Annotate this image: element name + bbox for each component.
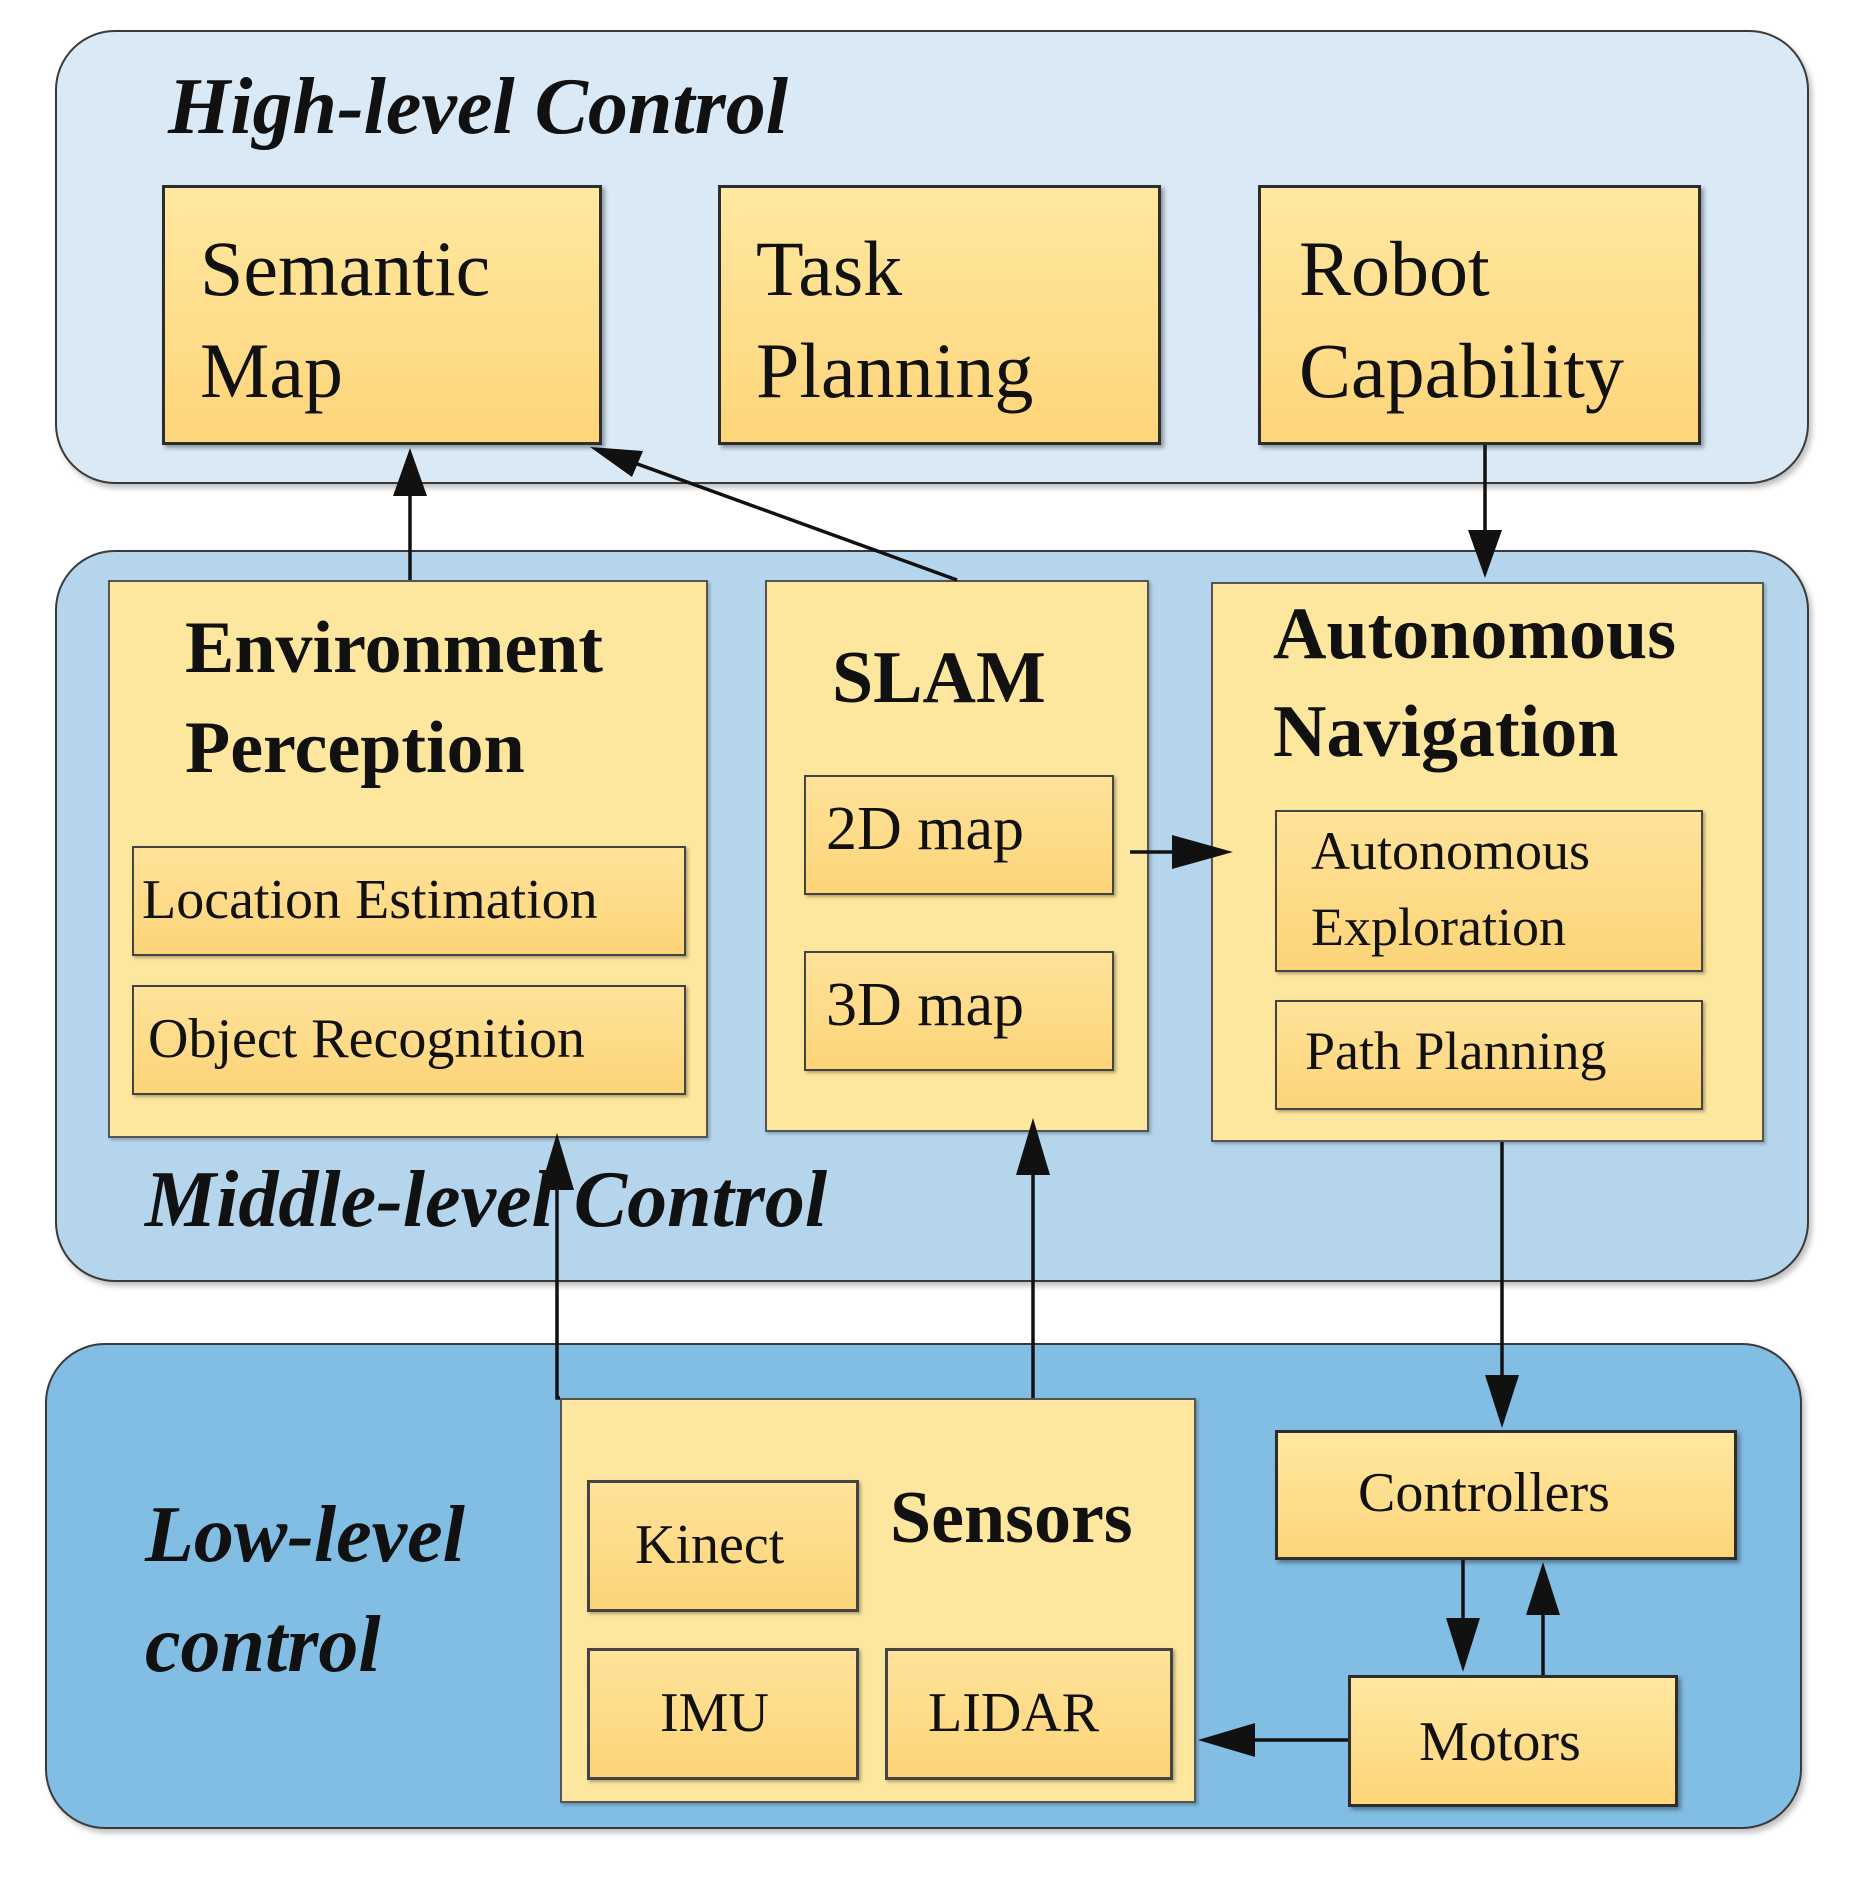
autonomous-exploration-line2: Exploration <box>1311 897 1566 957</box>
lidar-label: LIDAR <box>928 1682 1100 1744</box>
arrowhead-sensors-to-slam <box>1016 1118 1050 1175</box>
arrowhead-motors-to-controllers <box>1526 1562 1560 1615</box>
autonomous-navigation-title-line1: Autonomous <box>1273 593 1676 675</box>
task-planning-line1: Task <box>756 225 903 312</box>
arrowhead-2d-to-nav <box>1172 835 1233 869</box>
object-recognition-label: Object Recognition <box>148 1008 586 1070</box>
high-level-title: High-level Control <box>168 63 788 151</box>
task-planning-line2: Planning <box>756 327 1034 414</box>
imu-label: IMU <box>660 1682 769 1744</box>
autonomous-exploration-box: Autonomous Exploration <box>1275 810 1703 972</box>
robot-capability-line2: Capability <box>1299 327 1624 414</box>
autonomous-navigation-panel: Autonomous Navigation Autonomous Explora… <box>1211 582 1764 1142</box>
slam-panel: SLAM 2D map 3D map <box>765 580 1149 1132</box>
arrowhead-nav-to-controllers <box>1485 1375 1519 1428</box>
sensors-panel: Sensors Kinect IMU LIDAR <box>560 1398 1196 1803</box>
3d-map-box: 3D map <box>804 951 1114 1071</box>
path-planning-box: Path Planning <box>1275 1000 1703 1110</box>
environment-perception-title-line1: Environment <box>185 607 604 689</box>
low-level-title-line2: control <box>145 1601 381 1689</box>
arrowhead-sensors-to-env <box>540 1133 574 1190</box>
arrow-slam-to-semantic <box>631 460 958 582</box>
arrow-sensors-to-env <box>555 1190 560 1400</box>
autonomous-navigation-title-line2: Navigation <box>1273 691 1619 773</box>
robot-capability-box: Robot Capability <box>1258 185 1701 445</box>
arrowhead-motors-to-sensors <box>1198 1723 1255 1757</box>
object-recognition-box: Object Recognition <box>132 985 686 1095</box>
motors-box: Motors <box>1348 1675 1678 1807</box>
arrowhead-controllers-to-motors <box>1446 1618 1480 1672</box>
semantic-map-line2: Map <box>200 327 343 414</box>
slam-title: SLAM <box>832 637 1046 719</box>
autonomous-exploration-line1: Autonomous <box>1311 821 1591 881</box>
2d-map-box: 2D map <box>804 775 1114 895</box>
controllers-label: Controllers <box>1358 1462 1610 1524</box>
environment-perception-title-line2: Perception <box>185 707 525 789</box>
environment-perception-panel: Environment Perception Location Estimati… <box>108 580 708 1138</box>
middle-level-title: Middle-level Control <box>145 1156 828 1244</box>
controllers-box: Controllers <box>1275 1430 1737 1560</box>
semantic-map-box: Semantic Map <box>162 185 602 445</box>
path-planning-label: Path Planning <box>1305 1021 1607 1081</box>
low-level-title-line1: Low-level <box>145 1491 465 1579</box>
arrowhead-env-to-semantic <box>393 448 427 496</box>
lidar-box: LIDAR <box>885 1648 1173 1780</box>
imu-box: IMU <box>587 1648 859 1780</box>
3d-map-label: 3D map <box>826 971 1025 1039</box>
kinect-label: Kinect <box>635 1514 785 1576</box>
semantic-map-line1: Semantic <box>200 225 491 312</box>
2d-map-label: 2D map <box>826 795 1025 863</box>
arrowhead-slam-to-semantic <box>590 447 643 477</box>
sensors-title: Sensors <box>890 1477 1133 1559</box>
kinect-box: Kinect <box>587 1480 859 1612</box>
task-planning-box: Task Planning <box>718 185 1161 445</box>
arrowhead-robot-to-nav <box>1468 530 1502 578</box>
location-estimation-box: Location Estimation <box>132 846 686 956</box>
motors-label: Motors <box>1419 1711 1581 1773</box>
location-estimation-label: Location Estimation <box>142 869 598 931</box>
robot-capability-line1: Robot <box>1299 225 1490 312</box>
